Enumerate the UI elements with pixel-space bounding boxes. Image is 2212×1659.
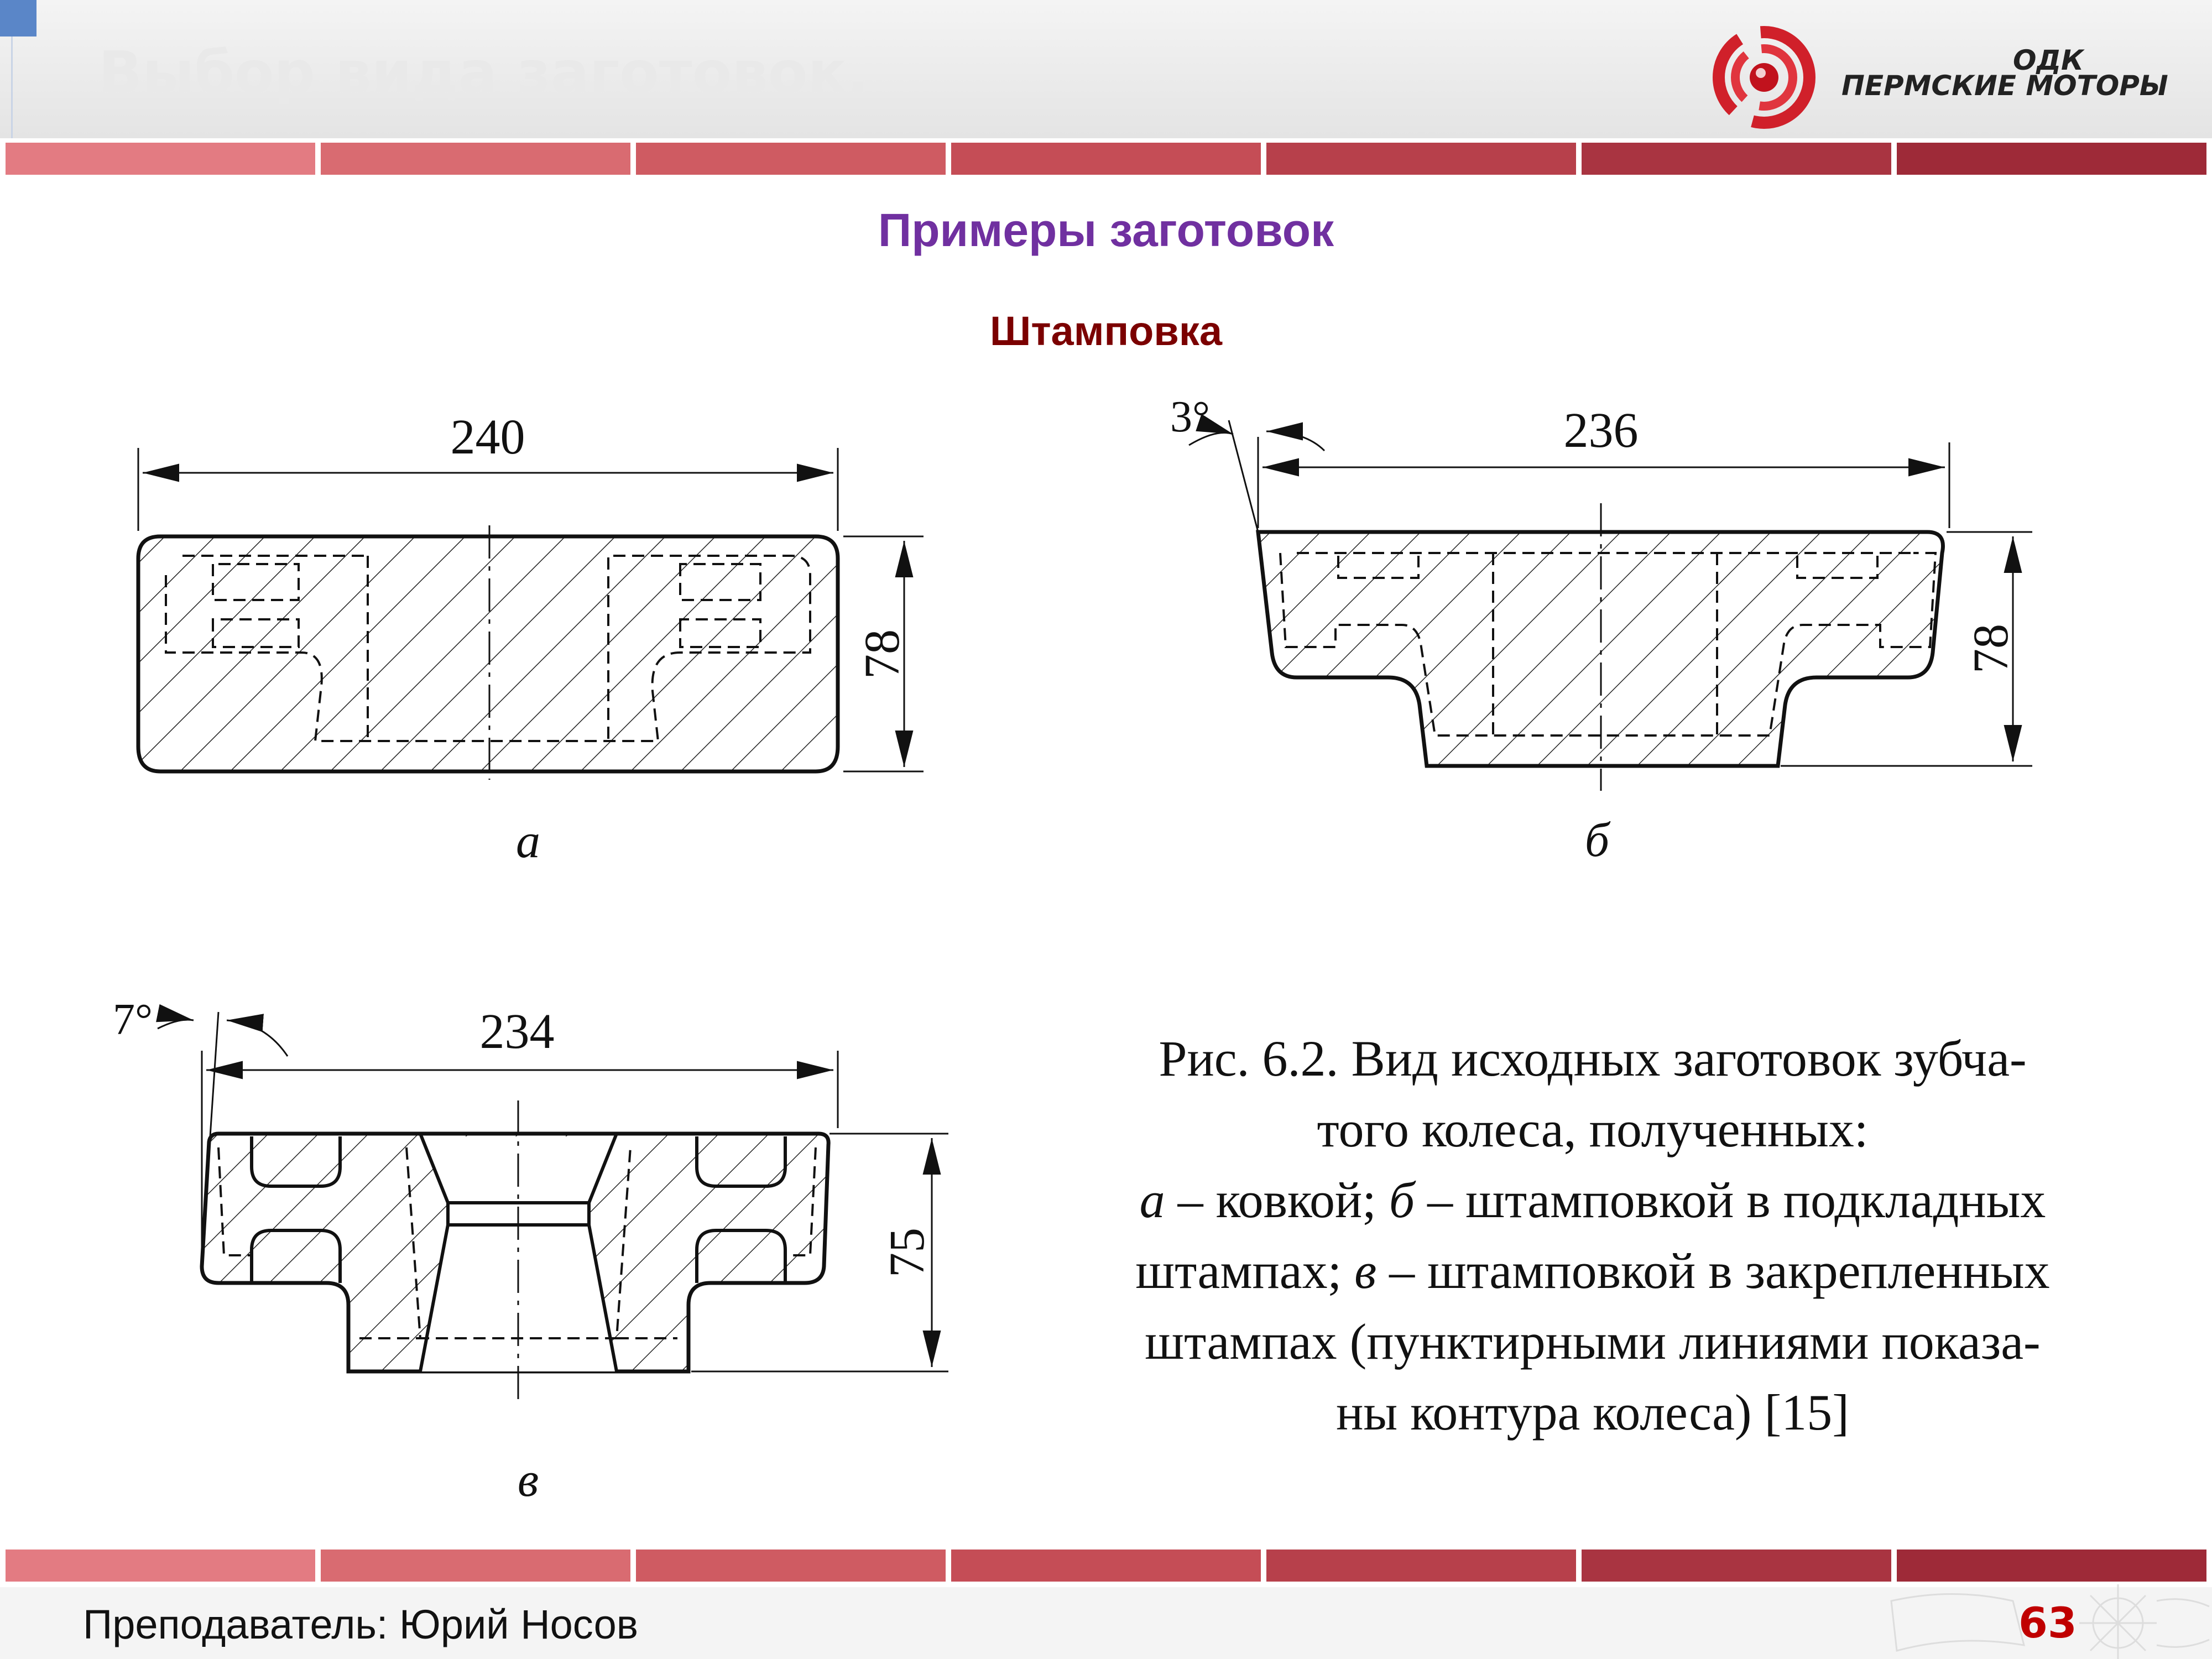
caption-line-6: ны контура колеса) [15] <box>1336 1384 1849 1441</box>
figure-caption: Рис. 6.2. Вид исходных заготовок зубча- … <box>1012 1023 2173 1448</box>
section-subheading: Штамповка <box>989 308 1223 354</box>
dim-b-width: 236 <box>1564 403 1639 458</box>
caption-text-a: – ковкой; <box>1165 1172 1389 1228</box>
figure-b <box>1188 414 2032 791</box>
caption-line-5: штампах (пунктирными линиями показа- <box>1145 1313 2041 1370</box>
header-left-rule <box>11 0 13 138</box>
caption-line-4-start: штампах; <box>1135 1243 1355 1299</box>
corner-square <box>0 0 36 36</box>
dim-c-width: 234 <box>480 1004 555 1059</box>
odk-logo-icon <box>1713 26 1815 129</box>
page-number: 63 <box>2018 1598 2077 1647</box>
caption-line-4: штампах; в – штамповкой в закрепленных <box>1012 1235 2173 1306</box>
caption-mark-b: б <box>1389 1172 1415 1228</box>
caption-text-c: – штамповкой в закрепленных <box>1376 1243 2050 1299</box>
header-band <box>0 0 2212 138</box>
caption-line-3: а – ковкой; б – штамповкой в подкладных <box>1012 1165 2173 1235</box>
figure-a <box>136 448 924 780</box>
logo-text-odk: ОДК <box>2013 44 2084 76</box>
dim-a-height: 78 <box>855 629 910 679</box>
caption-line-2: того колеса, полученных: <box>1317 1101 1869 1157</box>
page-heading: Примеры заготовок <box>878 204 1334 256</box>
figure-a-label: а <box>516 815 540 868</box>
teacher-name: Преподаватель: Юрий Носов <box>83 1601 639 1647</box>
dim-c-height: 75 <box>880 1228 935 1277</box>
dim-b-height: 78 <box>1964 624 2018 674</box>
caption-line-1: Рис. 6.2. Вид исходных заготовок зубча- <box>1159 1030 2027 1087</box>
footer-band <box>0 1587 2212 1659</box>
figure-c-label: в <box>518 1453 539 1507</box>
dim-c-angle: 7° <box>113 995 153 1044</box>
logo-text-company: ПЕРМСКИЕ МОТОРЫ <box>1841 70 2168 102</box>
bottom-color-bar <box>6 1550 2206 1582</box>
caption-text-b: – штамповкой в подкладных <box>1415 1172 2046 1228</box>
figure-c <box>156 1004 948 1405</box>
top-color-bar <box>6 143 2206 175</box>
slide-title: Выбор вида заготовок. <box>98 39 869 106</box>
figure-b-label: б <box>1585 813 1611 867</box>
caption-mark-a: а <box>1139 1172 1165 1228</box>
caption-mark-c: в <box>1354 1243 1377 1299</box>
footer-decoration-icon <box>1890 1584 2210 1659</box>
dim-b-angle: 3° <box>1170 393 1210 441</box>
dim-a-width: 240 <box>451 410 525 465</box>
